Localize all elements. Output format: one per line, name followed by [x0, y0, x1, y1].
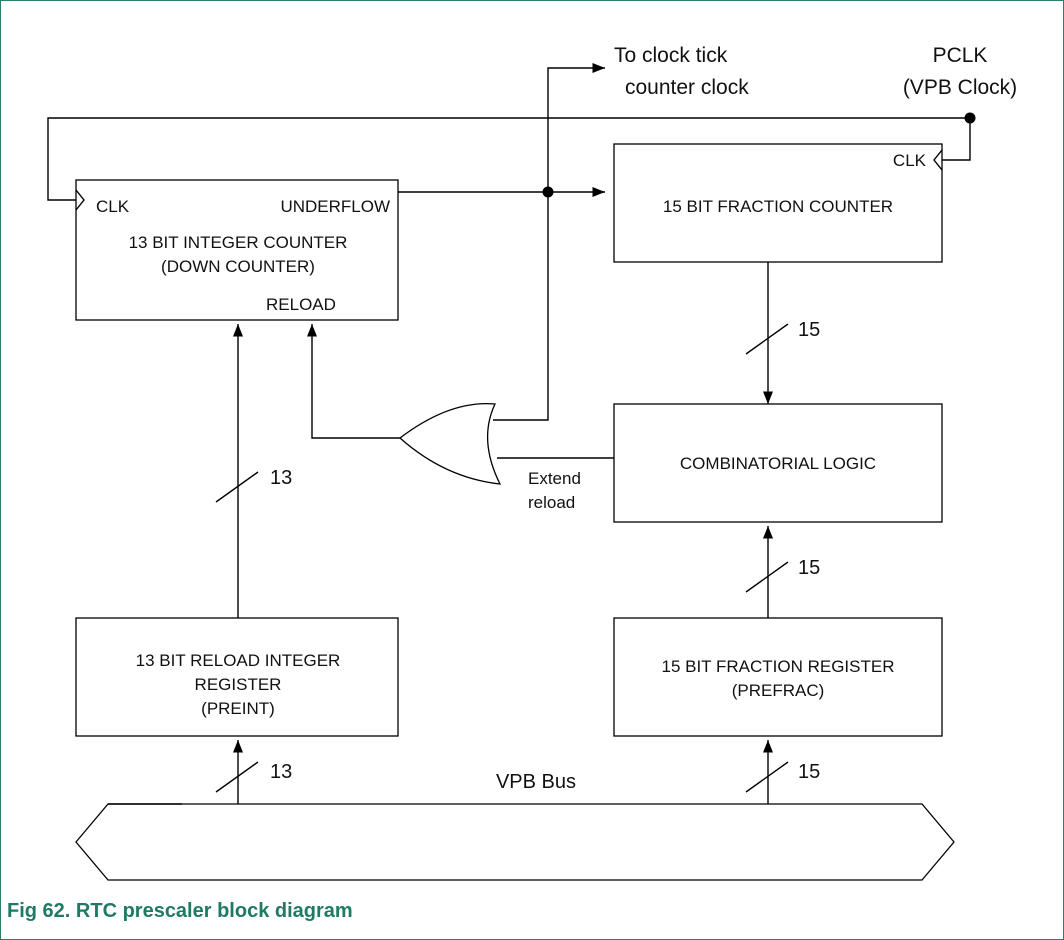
- clock-tick-wire: [547, 62, 605, 192]
- or-input-underflow-wire: [493, 192, 549, 421]
- integer-counter-reload-label: RELOAD: [266, 295, 336, 314]
- bus-width-slash: [215, 761, 259, 793]
- extend-reload-label: reload: [528, 493, 575, 512]
- reload-register-block: [75, 617, 399, 737]
- fraction-register-title: (PREFRAC): [732, 681, 825, 700]
- underflow-junction-dot: [542, 186, 554, 198]
- pclk-feedback-wire: [47, 117, 970, 201]
- bus-width-label: 15: [798, 557, 820, 579]
- bus-width-slash: [745, 323, 789, 355]
- pclk-junction-dot: [964, 112, 976, 124]
- bus-width-label: 13: [270, 761, 292, 783]
- fraction-counter-block: [613, 143, 943, 263]
- vpb-bus-label: VPB Bus: [496, 771, 576, 793]
- reload-register-title: 13 BIT RELOAD INTEGER: [136, 651, 341, 670]
- bus-width-label: 15: [798, 319, 820, 341]
- vpb-bus-arrow: [75, 803, 955, 881]
- clock-tick-label: To clock tick: [614, 44, 728, 67]
- integer-counter-block: [75, 179, 399, 321]
- fraction-register-block: [613, 617, 943, 737]
- fraction-counter-title: 15 BIT FRACTION COUNTER: [663, 197, 893, 216]
- reload-register-title: REGISTER: [195, 675, 282, 694]
- bus-width-slash: [745, 761, 789, 793]
- bus-width-slash: [745, 561, 789, 593]
- pclk-label: PCLK: [933, 44, 988, 67]
- reload-register-title: (PREINT): [201, 699, 275, 718]
- bus-width-label: 13: [270, 467, 292, 489]
- pclk-label: (VPB Clock): [903, 76, 1017, 99]
- integer-counter-clk-label: CLK: [96, 197, 130, 216]
- reload-wire: [306, 324, 400, 439]
- bus-width-label: 15: [798, 761, 820, 783]
- integer-counter-underflow-label: UNDERFLOW: [280, 197, 390, 216]
- rtc-prescaler-diagram: To clock tick counter clock PCLK (VPB Cl…: [47, 44, 1017, 881]
- fraction-counter-clk-label: CLK: [893, 151, 927, 170]
- fraction-counter-clk-icon: [933, 149, 943, 171]
- integer-counter-clk-icon: [75, 189, 85, 211]
- clock-tick-label: counter clock: [625, 76, 749, 99]
- integer-counter-title: 13 BIT INTEGER COUNTER: [129, 233, 348, 252]
- bus-width-slash: [215, 471, 259, 503]
- combinatorial-logic-block: [613, 403, 943, 523]
- fraction-register-title: 15 BIT FRACTION REGISTER: [661, 657, 894, 676]
- integer-counter-subtitle: (DOWN COUNTER): [161, 257, 315, 276]
- combinatorial-logic-title: COMBINATORIAL LOGIC: [680, 454, 876, 473]
- extend-reload-label: Extend: [528, 469, 581, 488]
- or-gate: [398, 402, 502, 485]
- pclk-to-fraction-clk-wire: [942, 118, 971, 161]
- figure-caption: Fig 62. RTC prescaler block diagram: [7, 900, 353, 922]
